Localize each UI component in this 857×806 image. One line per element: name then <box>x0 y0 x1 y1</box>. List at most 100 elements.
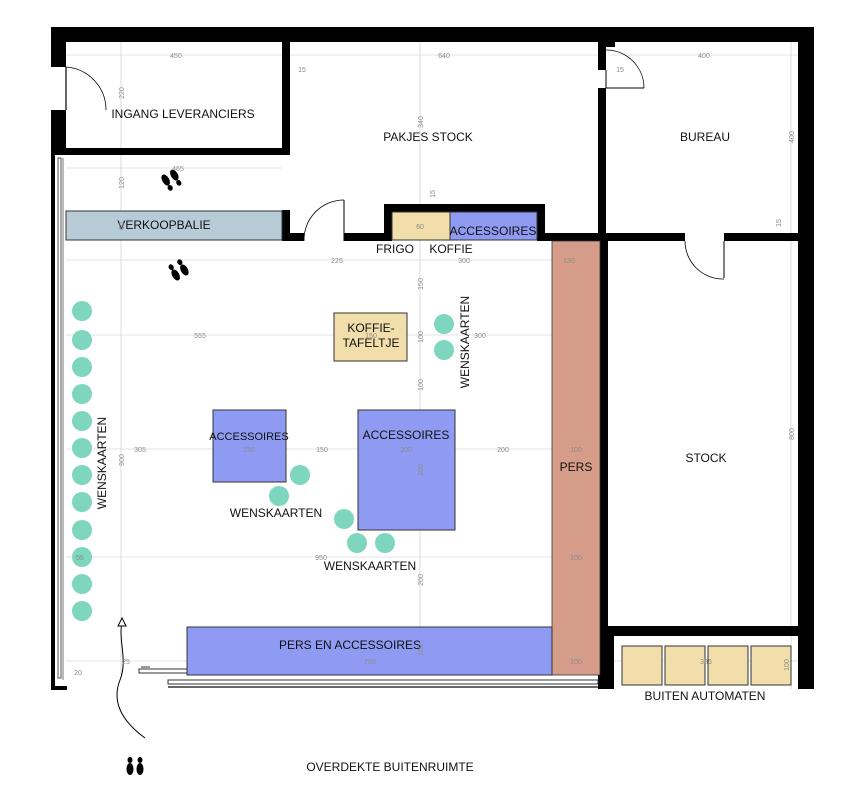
wenskaarten-topright-label: WENSKAARTEN <box>458 296 472 388</box>
dimension-labels: 450 640 400 15 15 220 340 400 15 465 120… <box>74 53 796 677</box>
accessoires-wall-label: ACCESSOIRES <box>450 224 537 238</box>
dim-label: 150 <box>365 333 377 340</box>
wenskaart-dot <box>434 340 454 360</box>
dim-label: 100 <box>570 555 582 562</box>
dim-label: 150 <box>316 447 328 454</box>
koffietafeltje-label-2: TAFELTJE <box>343 336 400 350</box>
dim-label: 900 <box>119 454 126 466</box>
dim-label: 300 <box>458 258 470 265</box>
door-stock[interactable] <box>684 240 725 280</box>
wenskaart-dot <box>375 533 395 553</box>
dim-label: 60 <box>119 222 126 230</box>
accessoires-wall-unit <box>449 211 538 241</box>
dim-label: 150 <box>418 278 425 290</box>
pers-en-accessoires-label: PERS EN ACCESSOIRES <box>279 638 421 652</box>
wenskaart-dot <box>334 509 354 529</box>
dim-label: 220 <box>119 87 126 99</box>
dim-label: 385 <box>700 659 712 666</box>
footprints <box>126 169 189 775</box>
dim-label: 200 <box>497 447 509 454</box>
walking-path-arrow <box>116 616 146 739</box>
koffietafeltje-label-1: KOFFIE- <box>347 321 394 335</box>
koffietafeltje <box>333 312 408 362</box>
wenskaart-dot <box>434 314 454 334</box>
dim-label: 130 <box>563 258 575 265</box>
room-bureau-label: BUREAU <box>680 130 730 144</box>
dim-label: 400 <box>789 131 796 143</box>
room-labels: INGANG LEVERANCIERS PAKJES STOCK BUREAU … <box>111 107 765 774</box>
dim-label: 100 <box>570 447 582 454</box>
room-buitenruimte-label: OVERDEKTE BUITENRUIMTE <box>306 760 473 774</box>
dim-label: 25 <box>122 659 130 666</box>
dim-label: 15 <box>430 190 437 198</box>
wenskaart-dot <box>72 411 92 431</box>
dim-label: 20 <box>74 670 82 677</box>
dim-label: 100 <box>418 644 425 656</box>
wenskaarten-left-label: WENSKAARTEN <box>95 417 109 509</box>
dim-label: 100 <box>570 659 582 666</box>
accessoires-small-label: ACCESSOIRES <box>209 431 288 443</box>
door-pakjes[interactable] <box>303 199 345 242</box>
dim-label: 640 <box>438 53 450 60</box>
wenskaarten-center-label: WENSKAARTEN <box>230 506 322 520</box>
room-buiten-automaten-label: BUITEN AUTOMATEN <box>645 689 766 703</box>
dim-label: 340 <box>418 116 425 128</box>
wenskaart-dot <box>72 520 92 540</box>
accessoires-large-label: ACCESSOIRES <box>363 428 450 442</box>
frigo-unit <box>391 211 451 241</box>
dim-label: 555 <box>194 333 206 340</box>
dim-label: 465 <box>172 166 184 173</box>
footprints-icon <box>168 259 189 281</box>
dim-label: 15 <box>616 67 624 74</box>
pers-label: PERS <box>560 460 593 474</box>
footprints-icon <box>126 757 144 775</box>
wenskaart-dot <box>72 357 92 377</box>
dim-label: 200 <box>418 574 425 586</box>
accessoires-large-table <box>357 409 456 531</box>
accessoires-small-table <box>212 409 287 483</box>
footprints-icon <box>161 169 182 191</box>
dim-label: 60 <box>416 224 424 231</box>
wenskaart-dot <box>72 547 92 567</box>
automaat-3 <box>707 645 749 686</box>
wenskaarten-labels: WENSKAARTEN WENSKAARTEN WENSKAARTEN WENS… <box>95 296 472 573</box>
dim-label: 150 <box>243 447 255 454</box>
wenskaart-dot <box>72 465 92 485</box>
dim-label: 100 <box>418 379 425 391</box>
wenskaart-dot <box>269 486 289 506</box>
automaat-1 <box>621 645 663 686</box>
wenskaart-dot <box>72 492 92 512</box>
dim-label: 200 <box>400 447 412 454</box>
dim-label: 100 <box>418 331 425 343</box>
dim-label: 120 <box>119 177 126 189</box>
wenskaart-dot <box>72 330 92 350</box>
verkoopbalie-label: VERKOOPBALIE <box>117 218 210 232</box>
verkoopbalie-counter <box>65 210 283 241</box>
facade-windows <box>57 157 599 688</box>
wenskaart-dot <box>347 533 367 553</box>
door-ingang[interactable] <box>65 66 107 111</box>
wenskaarten-dots <box>72 301 454 621</box>
dim-label: 300 <box>474 333 486 340</box>
frigo-label: FRIGO <box>376 242 414 256</box>
door-bureau[interactable] <box>605 49 645 89</box>
dim-label: 100 <box>784 659 791 671</box>
doors <box>65 49 725 280</box>
dim-label: 15 <box>776 219 783 227</box>
dim-label: 950 <box>315 555 327 562</box>
room-stock-label: STOCK <box>685 451 726 465</box>
dim-label: 800 <box>789 428 796 440</box>
dim-label: 15 <box>298 67 306 74</box>
wenskaart-dot <box>72 601 92 621</box>
wenskaart-dot <box>290 465 310 485</box>
furniture-labels: VERKOOPBALIE FRIGO KOFFIE ACCESSOIRES KO… <box>117 218 592 652</box>
dim-label: 55 <box>76 555 84 562</box>
furniture <box>65 210 792 686</box>
dim-label: 225 <box>331 258 343 265</box>
room-ingang-label: INGANG LEVERANCIERS <box>111 107 254 121</box>
automaat-2 <box>664 645 706 686</box>
dim-label: 755 <box>364 659 376 666</box>
walls <box>51 27 814 690</box>
pers-en-accessoires-counter <box>186 626 553 676</box>
